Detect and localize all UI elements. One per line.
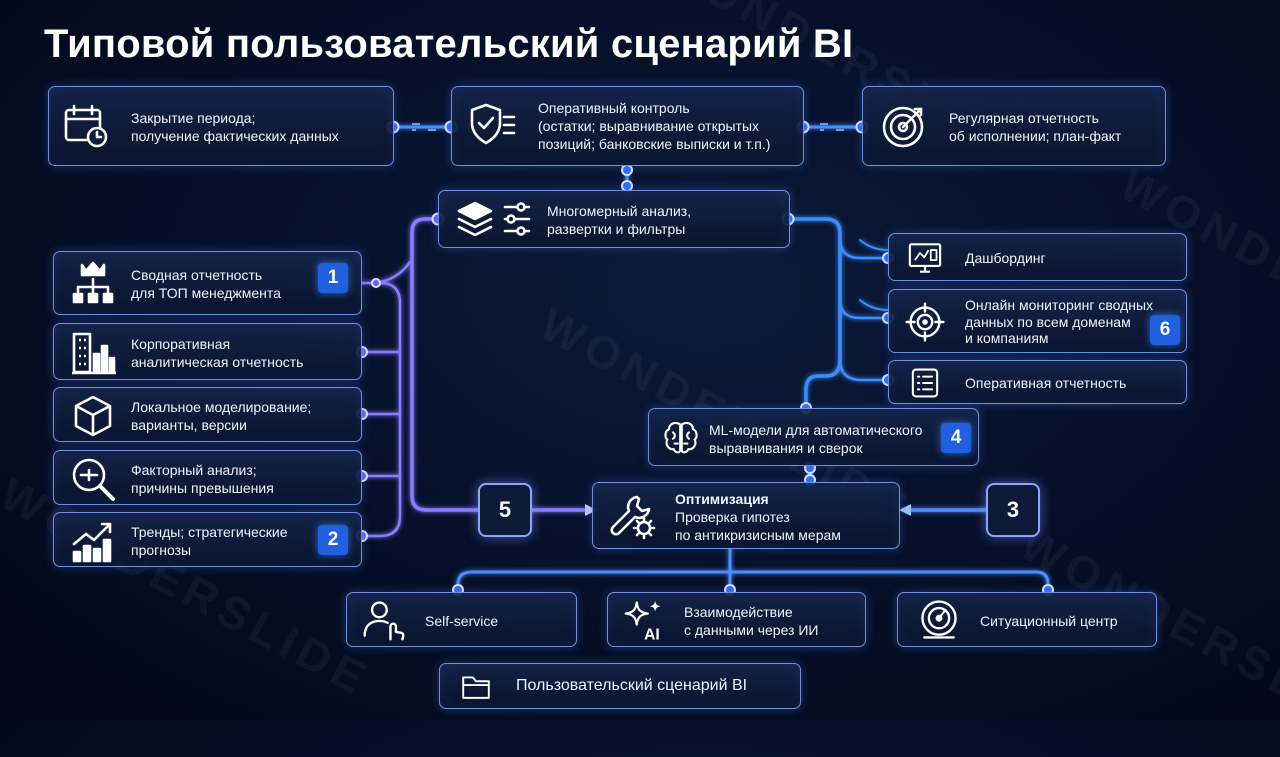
step-badge-4: 4 xyxy=(941,423,971,453)
node-text-line: Регулярная отчетность xyxy=(949,110,1099,126)
node-text-line: Ситуационный центр xyxy=(980,613,1118,629)
node-text-line: Self-service xyxy=(425,613,499,629)
node-ml-models: ML-модели для автоматического выравниван… xyxy=(648,408,979,466)
svg-text:AI: AI xyxy=(644,626,660,643)
node-text-line: Сводная отчетность xyxy=(131,267,263,283)
layers-filter-icon xyxy=(455,197,535,243)
node-text-line: Проверка гипотез xyxy=(675,509,790,525)
folder-icon xyxy=(460,671,492,703)
node-text-line: прогнозы xyxy=(131,542,192,558)
node-dashboarding: Дашбординг xyxy=(888,233,1187,281)
node-text-line: Дашбординг xyxy=(965,250,1046,266)
node-text-line: Факторный анализ; xyxy=(131,462,257,478)
node-trends-forecasts: Тренды; стратегические прогнозы 2 xyxy=(53,512,362,567)
node-text-line: получение фактических данных xyxy=(131,128,339,144)
step-badge-5: 5 xyxy=(478,483,532,537)
step-badge-3: 3 xyxy=(986,483,1040,537)
node-text-line: (остатки; выравнивание открытых xyxy=(538,118,760,134)
footer-label: Пользовательский сценарий BI xyxy=(516,677,748,694)
node-situation-center: Ситуационный центр xyxy=(897,592,1157,647)
buildings-chart-icon xyxy=(68,328,118,378)
node-text-line: развертки и фильтры xyxy=(547,221,686,237)
footer-scenario-label: Пользовательский сценарий BI xyxy=(439,663,801,709)
node-text-line: данных по всем доменам xyxy=(965,313,1131,330)
node-text-line: Локальное моделирование; xyxy=(131,399,312,415)
trend-chart-icon xyxy=(68,516,118,566)
node-text-line: Онлайн мониторинг сводных xyxy=(965,297,1154,313)
crosshair-icon xyxy=(905,302,945,342)
ai-sparkle-icon: AI xyxy=(622,597,668,643)
dashboard-monitor-icon xyxy=(907,240,943,276)
step-badge-2: 2 xyxy=(318,525,348,555)
step-badge-6: 6 xyxy=(1150,315,1180,345)
node-text-line: для ТОП менеджмента xyxy=(131,285,281,301)
node-ai-interaction: AI Взаимодействие с данными через ИИ xyxy=(607,592,866,647)
node-text-line: с данными через ИИ xyxy=(684,622,819,638)
node-text-line: Многомерный анализ, xyxy=(547,203,692,219)
node-text-line: Взаимодействие xyxy=(684,604,793,620)
shield-checklist-icon xyxy=(468,101,518,151)
cube-icon xyxy=(68,391,118,441)
node-text-line: Оперативный контроль xyxy=(538,100,690,116)
node-text-line: причины превышения xyxy=(131,480,274,496)
node-operational-control: Оперативный контроль (остатки; выравнива… xyxy=(451,86,804,166)
node-multidimensional-analysis: Многомерный анализ, развертки и фильтры xyxy=(438,190,790,248)
node-optimization: Оптимизация Проверка гипотез по антикриз… xyxy=(592,482,900,549)
node-text-line: Корпоративная xyxy=(131,336,231,352)
node-text-line: Закрытие периода; xyxy=(131,110,256,126)
node-text-line: варианты, версии xyxy=(131,417,247,433)
node-text-line: аналитическая отчетность xyxy=(131,354,304,370)
node-text-line: Оперативная отчетность xyxy=(965,375,1127,391)
user-click-icon xyxy=(361,597,407,643)
optimization-title: Оптимизация xyxy=(675,491,769,507)
situation-radar-icon xyxy=(916,597,962,643)
node-text-line: Тренды; стратегические xyxy=(131,524,288,540)
node-top-management-reporting: Сводная отчетность для ТОП менеджмента 1 xyxy=(53,251,362,315)
node-self-service: Self-service xyxy=(346,592,577,647)
node-text-line: об исполнении; план-факт xyxy=(949,128,1122,144)
crown-hierarchy-icon xyxy=(68,259,118,309)
wrench-gear-icon xyxy=(607,491,657,541)
node-local-modeling: Локальное моделирование; варианты, верси… xyxy=(53,387,362,442)
node-text-line: по антикризисным мерам xyxy=(675,527,841,543)
node-online-monitoring: Онлайн мониторинг сводных данных по всем… xyxy=(888,289,1187,353)
node-text-line: и компаниям xyxy=(965,330,1049,346)
magnifier-factor-icon xyxy=(68,454,118,504)
node-text-line: ML-модели для автоматического xyxy=(709,422,923,438)
target-icon xyxy=(879,101,929,151)
brain-icon xyxy=(661,418,701,458)
page-title: Типовой пользовательский сценарий BI xyxy=(44,22,854,66)
node-factor-analysis: Факторный анализ; причины превышения xyxy=(53,450,362,505)
list-document-icon xyxy=(909,367,941,399)
step-badge-1: 1 xyxy=(318,263,348,293)
calendar-clock-icon xyxy=(61,101,111,151)
node-regular-reporting: Регулярная отчетность об исполнении; пла… xyxy=(862,86,1166,166)
node-corporate-reporting: Корпоративная аналитическая отчетность xyxy=(53,323,362,380)
node-text-line: выравнивания и сверок xyxy=(709,440,863,456)
node-text-line: позиций; банковские выписки и т.п.) xyxy=(538,136,771,152)
node-operational-reporting: Оперативная отчетность xyxy=(888,360,1187,404)
node-period-close: Закрытие периода; получение фактических … xyxy=(48,86,394,166)
